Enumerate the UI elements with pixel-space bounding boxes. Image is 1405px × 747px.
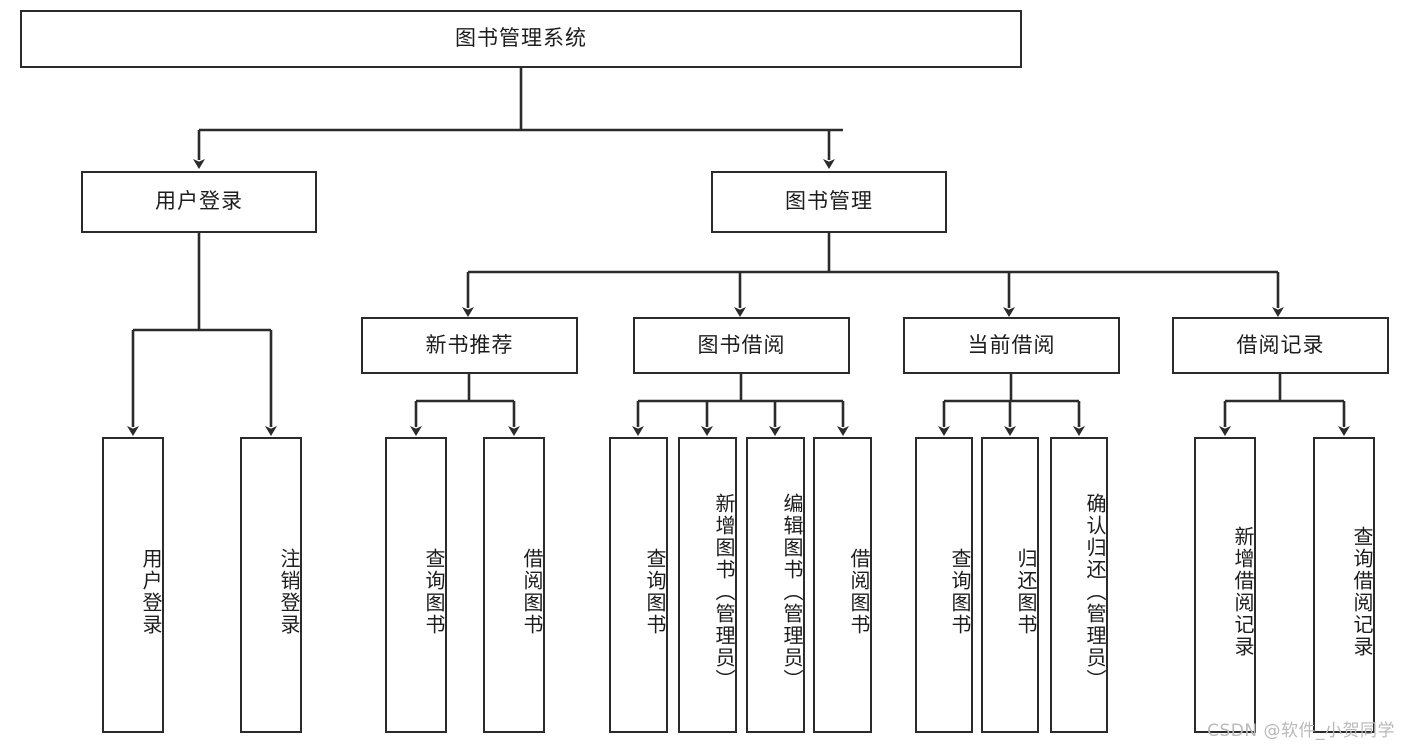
- node-leaf-borrow-do[interactable]: 借阅图书: [813, 437, 872, 733]
- node-leaf-cur-confirm[interactable]: 确认归还（管理员）: [1050, 437, 1108, 733]
- node-borrow-record[interactable]: 借阅记录: [1172, 317, 1389, 374]
- node-new-book-rec[interactable]: 新书推荐: [361, 317, 578, 374]
- node-leaf-borrow-add-label: 新增图书（管理员）: [712, 493, 736, 691]
- edges-bookmanage-children: [462, 233, 1284, 317]
- edges-newbookrec-children: [410, 374, 520, 436]
- node-leaf-rec-query[interactable]: 查询图书: [385, 437, 447, 733]
- node-leaf-rec-add-label: 新增借阅记录: [1231, 526, 1255, 658]
- node-book-borrow-label: 图书借阅: [697, 332, 786, 357]
- node-book-manage-label: 图书管理: [785, 189, 873, 214]
- node-root[interactable]: 图书管理系统: [20, 10, 1022, 68]
- edges-borrowrecord-children: [1219, 374, 1350, 436]
- node-user-login-label: 用户登录: [155, 189, 243, 214]
- node-leaf-cur-return[interactable]: 归还图书: [981, 437, 1039, 733]
- edges-root-level2: [193, 68, 843, 169]
- node-leaf-borrow-edit-label: 编辑图书（管理员）: [780, 493, 804, 691]
- node-leaf-rec-borrow-label: 借阅图书: [520, 548, 544, 636]
- node-leaf-user-logout-label: 注销登录: [277, 548, 301, 636]
- node-leaf-cur-confirm-label: 确认归还（管理员）: [1083, 493, 1107, 691]
- node-book-manage[interactable]: 图书管理: [711, 171, 947, 233]
- node-leaf-user-login[interactable]: 用户登录: [102, 437, 164, 733]
- node-leaf-rec-borrow[interactable]: 借阅图书: [483, 437, 545, 733]
- node-leaf-cur-return-label: 归还图书: [1014, 548, 1038, 636]
- node-leaf-cur-query[interactable]: 查询图书: [915, 437, 973, 733]
- node-leaf-rec-search[interactable]: 查询借阅记录: [1313, 437, 1375, 733]
- node-leaf-rec-query-label: 查询图书: [422, 548, 446, 636]
- node-current-borrow[interactable]: 当前借阅: [903, 317, 1120, 374]
- node-borrow-record-label: 借阅记录: [1236, 332, 1325, 357]
- node-leaf-borrow-edit[interactable]: 编辑图书（管理员）: [746, 437, 805, 733]
- node-leaf-user-logout[interactable]: 注销登录: [240, 437, 302, 733]
- node-leaf-borrow-add[interactable]: 新增图书（管理员）: [678, 437, 737, 733]
- node-leaf-cur-query-label: 查询图书: [948, 548, 972, 636]
- node-user-login[interactable]: 用户登录: [81, 171, 317, 233]
- node-leaf-borrow-query-label: 查询图书: [643, 548, 667, 636]
- edges-currentborrow-children: [938, 374, 1085, 436]
- edges-userlogin-children: [127, 233, 277, 436]
- node-leaf-borrow-query[interactable]: 查询图书: [609, 437, 668, 733]
- edges-bookborrow-children: [632, 374, 849, 436]
- node-book-borrow[interactable]: 图书借阅: [633, 317, 850, 374]
- node-root-label: 图书管理系统: [455, 26, 587, 51]
- node-leaf-borrow-do-label: 借阅图书: [847, 548, 871, 636]
- node-current-borrow-label: 当前借阅: [967, 332, 1056, 357]
- node-leaf-rec-search-label: 查询借阅记录: [1350, 526, 1374, 658]
- node-leaf-user-login-label: 用户登录: [139, 548, 163, 636]
- node-new-book-rec-label: 新书推荐: [425, 332, 514, 357]
- node-leaf-rec-add[interactable]: 新增借阅记录: [1194, 437, 1256, 733]
